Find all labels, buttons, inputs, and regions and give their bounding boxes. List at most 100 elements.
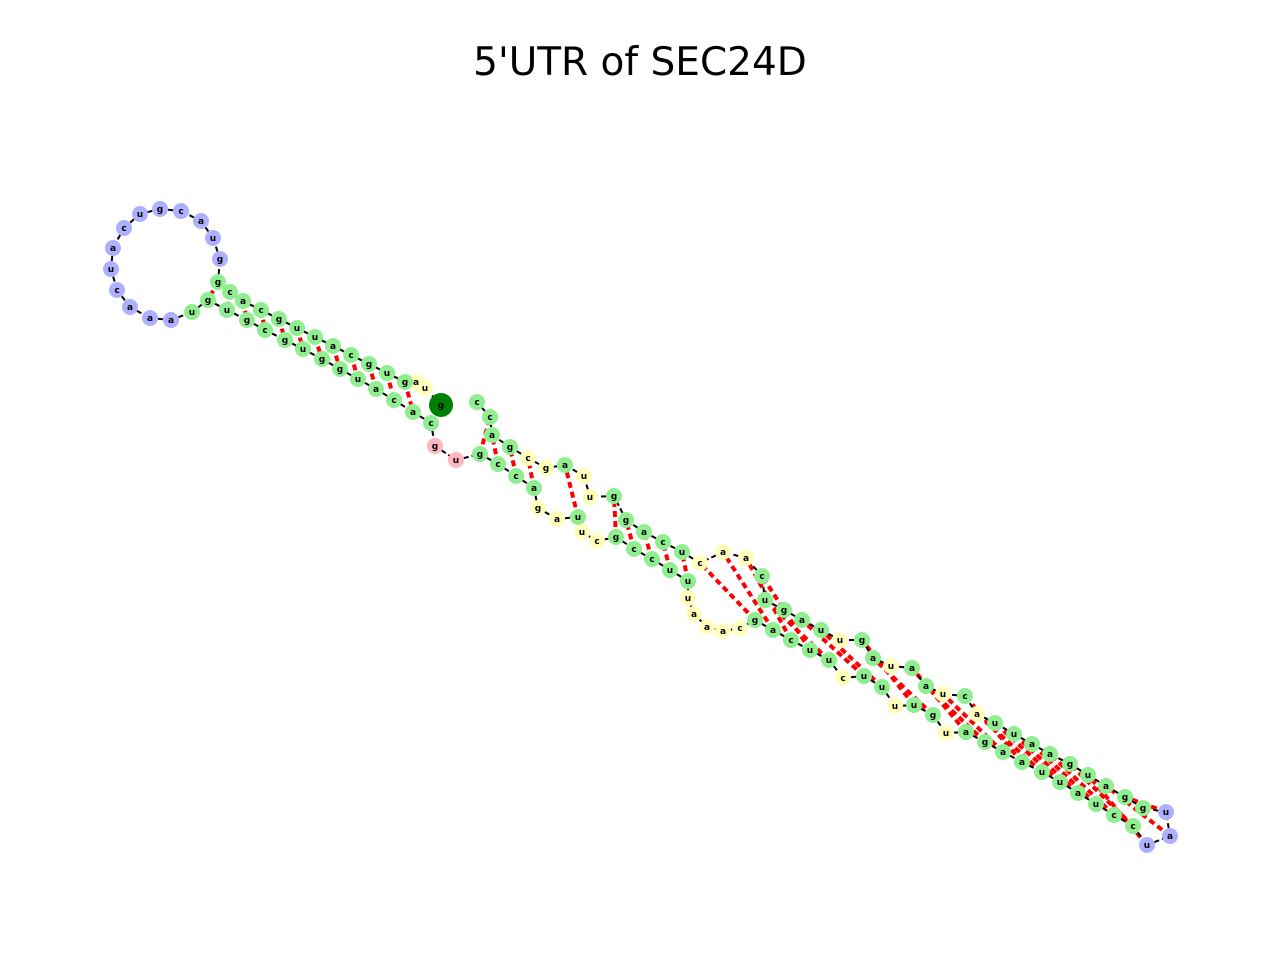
nucleotide-circle — [732, 620, 748, 636]
nucleotide-label: a — [743, 554, 749, 564]
nucleotide-label: c — [962, 692, 967, 702]
nucleotide-circle — [212, 251, 228, 267]
nucleotide-label: a — [198, 217, 204, 227]
nucleotide-label: a — [691, 610, 697, 620]
nucleotide-circle — [1014, 754, 1030, 770]
nucleotide-circle — [925, 707, 941, 723]
nucleotide-label: u — [943, 729, 949, 739]
nucleotide-label: u — [861, 672, 867, 682]
nucleotide-label: u — [1085, 771, 1091, 781]
nucleotide-label: a — [974, 710, 980, 720]
nucleotide-circle — [874, 679, 890, 695]
nucleotide-label: u — [312, 333, 318, 343]
nucleotide-node: a — [235, 293, 251, 309]
nucleotide-label: a — [147, 314, 153, 324]
nucleotide-circle — [235, 293, 251, 309]
nucleotide-label: a — [413, 378, 419, 388]
nucleotide-circle — [918, 678, 934, 694]
nucleotide-node: a — [918, 678, 934, 694]
base-pair-bond — [871, 656, 935, 717]
nucleotide-node: g — [332, 361, 348, 377]
nucleotide-label: u — [992, 719, 998, 729]
nucleotide-node: a — [557, 457, 573, 473]
nucleotide-node: a — [995, 744, 1011, 760]
nucleotide-label: a — [720, 548, 726, 558]
nucleotide-circle — [957, 688, 973, 704]
nucleotide-circle — [332, 361, 348, 377]
nucleotide-node: a — [686, 606, 702, 622]
nucleotide-node: c — [1125, 818, 1141, 834]
nucleotide-node: u — [680, 590, 696, 606]
nucleotide-label: u — [911, 701, 917, 711]
nucleotide-label: c — [840, 674, 845, 684]
nucleotide-circle — [122, 299, 138, 315]
nucleotide-circle — [132, 206, 148, 222]
nucleotide-node: a — [549, 511, 565, 527]
nucleotide-circle — [386, 392, 402, 408]
nucleotide-label: a — [1019, 758, 1025, 768]
nucleotide-label: a — [1047, 750, 1053, 760]
nucleotide-node: u — [576, 468, 592, 484]
nucleotide-circle — [1062, 756, 1078, 772]
nucleotide-label: u — [587, 493, 593, 503]
nucleotide-label: u — [1093, 800, 1099, 810]
nucleotide-label: u — [888, 662, 894, 672]
nucleotide-circle — [116, 220, 132, 236]
nucleotide-label: u — [422, 384, 428, 394]
nucleotide-node: a — [969, 706, 985, 722]
nucleotide-node: c — [222, 284, 238, 300]
nucleotide-circle — [210, 274, 226, 290]
nucleotide-node: u — [883, 658, 899, 674]
nucleotide-circle — [184, 304, 200, 320]
nucleotide-circle — [1098, 778, 1114, 794]
nucleotide-circle — [502, 439, 518, 455]
nucleotide-label: c — [759, 572, 764, 582]
nucleotide-node: c — [644, 551, 660, 567]
nucleotide-node: a — [405, 404, 421, 420]
nucleotide-node: c — [343, 347, 359, 363]
nucleotide-node: g — [361, 356, 377, 372]
nucleotide-node: u — [350, 371, 366, 387]
nucleotide-node: u — [219, 302, 235, 318]
nucleotide-circle — [699, 619, 715, 635]
nucleotide-circle — [636, 524, 652, 540]
nucleotide-label: c — [227, 288, 232, 298]
nucleotide-node: c — [116, 220, 132, 236]
nucleotide-label: a — [531, 484, 537, 494]
nucleotide-node: u — [987, 715, 1003, 731]
nucleotide-circle — [747, 612, 763, 628]
nucleotide-circle — [856, 668, 872, 684]
nucleotide-label: c — [487, 413, 492, 423]
nucleotide-circle — [835, 670, 851, 686]
nucleotide-node: g — [200, 292, 216, 308]
nucleotide-label: u — [575, 513, 581, 523]
nucleotide-circle — [738, 550, 754, 566]
nucleotide-node: u — [379, 365, 395, 381]
nucleotide-circle — [715, 544, 731, 560]
nucleotide-node: u — [935, 686, 951, 702]
nucleotide-circle — [626, 541, 642, 557]
nucleotide-circle — [257, 322, 273, 338]
nucleotide-label: u — [581, 472, 587, 482]
nucleotide-circle — [361, 356, 377, 372]
nucleotide-label: a — [168, 316, 174, 326]
nucleotide-label: u — [685, 577, 691, 587]
nucleotide-node: c — [386, 392, 402, 408]
nucleotide-node: u — [1088, 796, 1104, 812]
nucleotide-node: a — [526, 480, 542, 496]
nucleotide-label: u — [1039, 768, 1045, 778]
nucleotide-label: a — [909, 664, 915, 674]
nucleotide-label: c — [258, 306, 263, 316]
nucleotide-label: c — [428, 419, 433, 429]
nucleotide-label: u — [1163, 808, 1169, 818]
nucleotide-circle — [883, 658, 899, 674]
nucleotide-circle — [1158, 804, 1174, 820]
nucleotide-node: a — [904, 660, 920, 676]
nucleotide-node: a — [368, 381, 384, 397]
nucleotide-label: a — [410, 408, 416, 418]
nucleotide-node: u — [582, 489, 598, 505]
nucleotide-circle — [472, 446, 488, 462]
base-pair-bond — [941, 692, 1005, 754]
nucleotide-node: a — [715, 544, 731, 560]
nucleotide-label: g — [402, 378, 408, 388]
